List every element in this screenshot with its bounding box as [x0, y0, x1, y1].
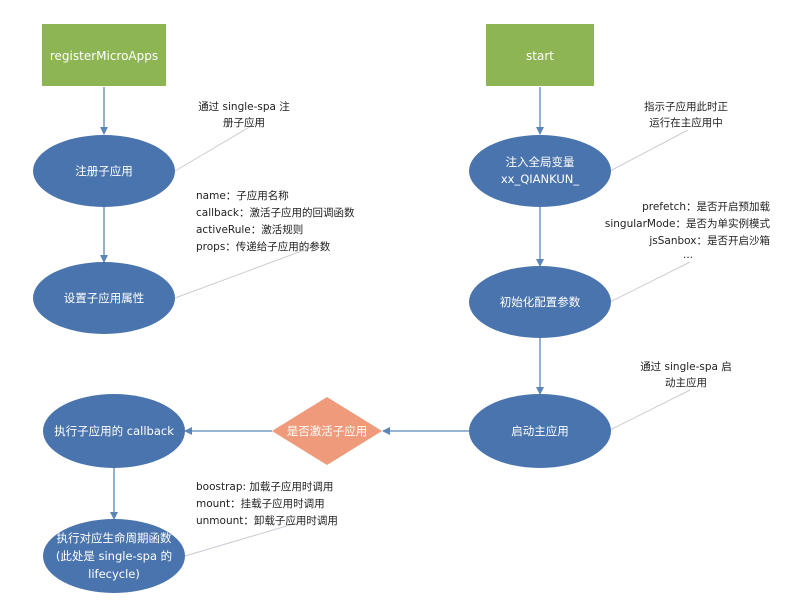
- config-note-line-1: prefetch：是否开启预加载: [642, 200, 770, 213]
- config-note-line-4: ...: [683, 249, 693, 261]
- run-lifecycle-line-3: lifecycle): [88, 567, 140, 581]
- register-micro-apps-box: [42, 24, 166, 86]
- props-note-line-2: callback：激活子应用的回调函数: [196, 206, 355, 219]
- props-note-line-4: props：传递给子应用的参数: [196, 240, 331, 253]
- props-note-line-3: activeRule：激活规则: [196, 223, 303, 236]
- run-callback-node: [43, 394, 185, 468]
- callout-props: [174, 244, 319, 299]
- callout-inject: [609, 129, 689, 172]
- set-props-node: [33, 262, 175, 334]
- inject-vars-line-2: xx_QIANKUN_: [501, 172, 580, 186]
- callout-register: [174, 121, 259, 172]
- register-note-line-2: 册子应用: [223, 116, 265, 129]
- callout-config: [609, 261, 691, 303]
- is-active-label: 是否激活子应用: [287, 424, 368, 438]
- start-main-label: 启动主应用: [511, 424, 569, 438]
- is-active-decision: [272, 397, 382, 465]
- lifecycle-note-line-1: boostrap: 加载子应用时调用: [196, 480, 333, 493]
- start-note-line-1: 通过 single-spa 启: [640, 360, 732, 373]
- start-label: start: [526, 49, 554, 63]
- inject-vars-node: [469, 135, 611, 207]
- run-lifecycle-node: [43, 519, 185, 593]
- register-note-line-1: 通过 single-spa 注: [198, 100, 290, 113]
- init-config-label: 初始化配置参数: [500, 295, 581, 309]
- run-lifecycle-line-2: (此处是 single-spa 的: [56, 549, 172, 563]
- inject-vars-line-1: 注入全局变量: [506, 155, 575, 169]
- start-note-line-2: 动主应用: [665, 376, 707, 389]
- lifecycle-note-line-2: mount：挂载子应用时调用: [196, 497, 325, 510]
- run-lifecycle-line-1: 执行对应生命周期函数: [57, 531, 172, 545]
- inject-note-line-2: 运行在主应用中: [649, 116, 723, 129]
- register-micro-apps-label: registerMicroApps: [50, 49, 158, 63]
- config-note-line-2: singularMode：是否为单实例模式: [605, 217, 771, 230]
- start-main-node: [469, 394, 611, 468]
- register-app-label: 注册子应用: [75, 164, 133, 178]
- inject-note-line-1: 指示子应用此时正: [644, 100, 728, 113]
- props-note-line-1: name：子应用名称: [196, 189, 289, 202]
- init-config-node: [469, 266, 611, 338]
- config-note-line-3: jsSanbox：是否开启沙箱: [648, 234, 770, 247]
- run-callback-label: 执行子应用的 callback: [54, 424, 174, 438]
- register-app-node: [33, 135, 175, 207]
- callout-lifecycle: [184, 521, 301, 557]
- start-box: [486, 24, 594, 86]
- set-props-label: 设置子应用属性: [64, 291, 145, 305]
- callout-start: [609, 389, 691, 431]
- lifecycle-note-line-3: unmount：卸载子应用时调用: [196, 514, 338, 527]
